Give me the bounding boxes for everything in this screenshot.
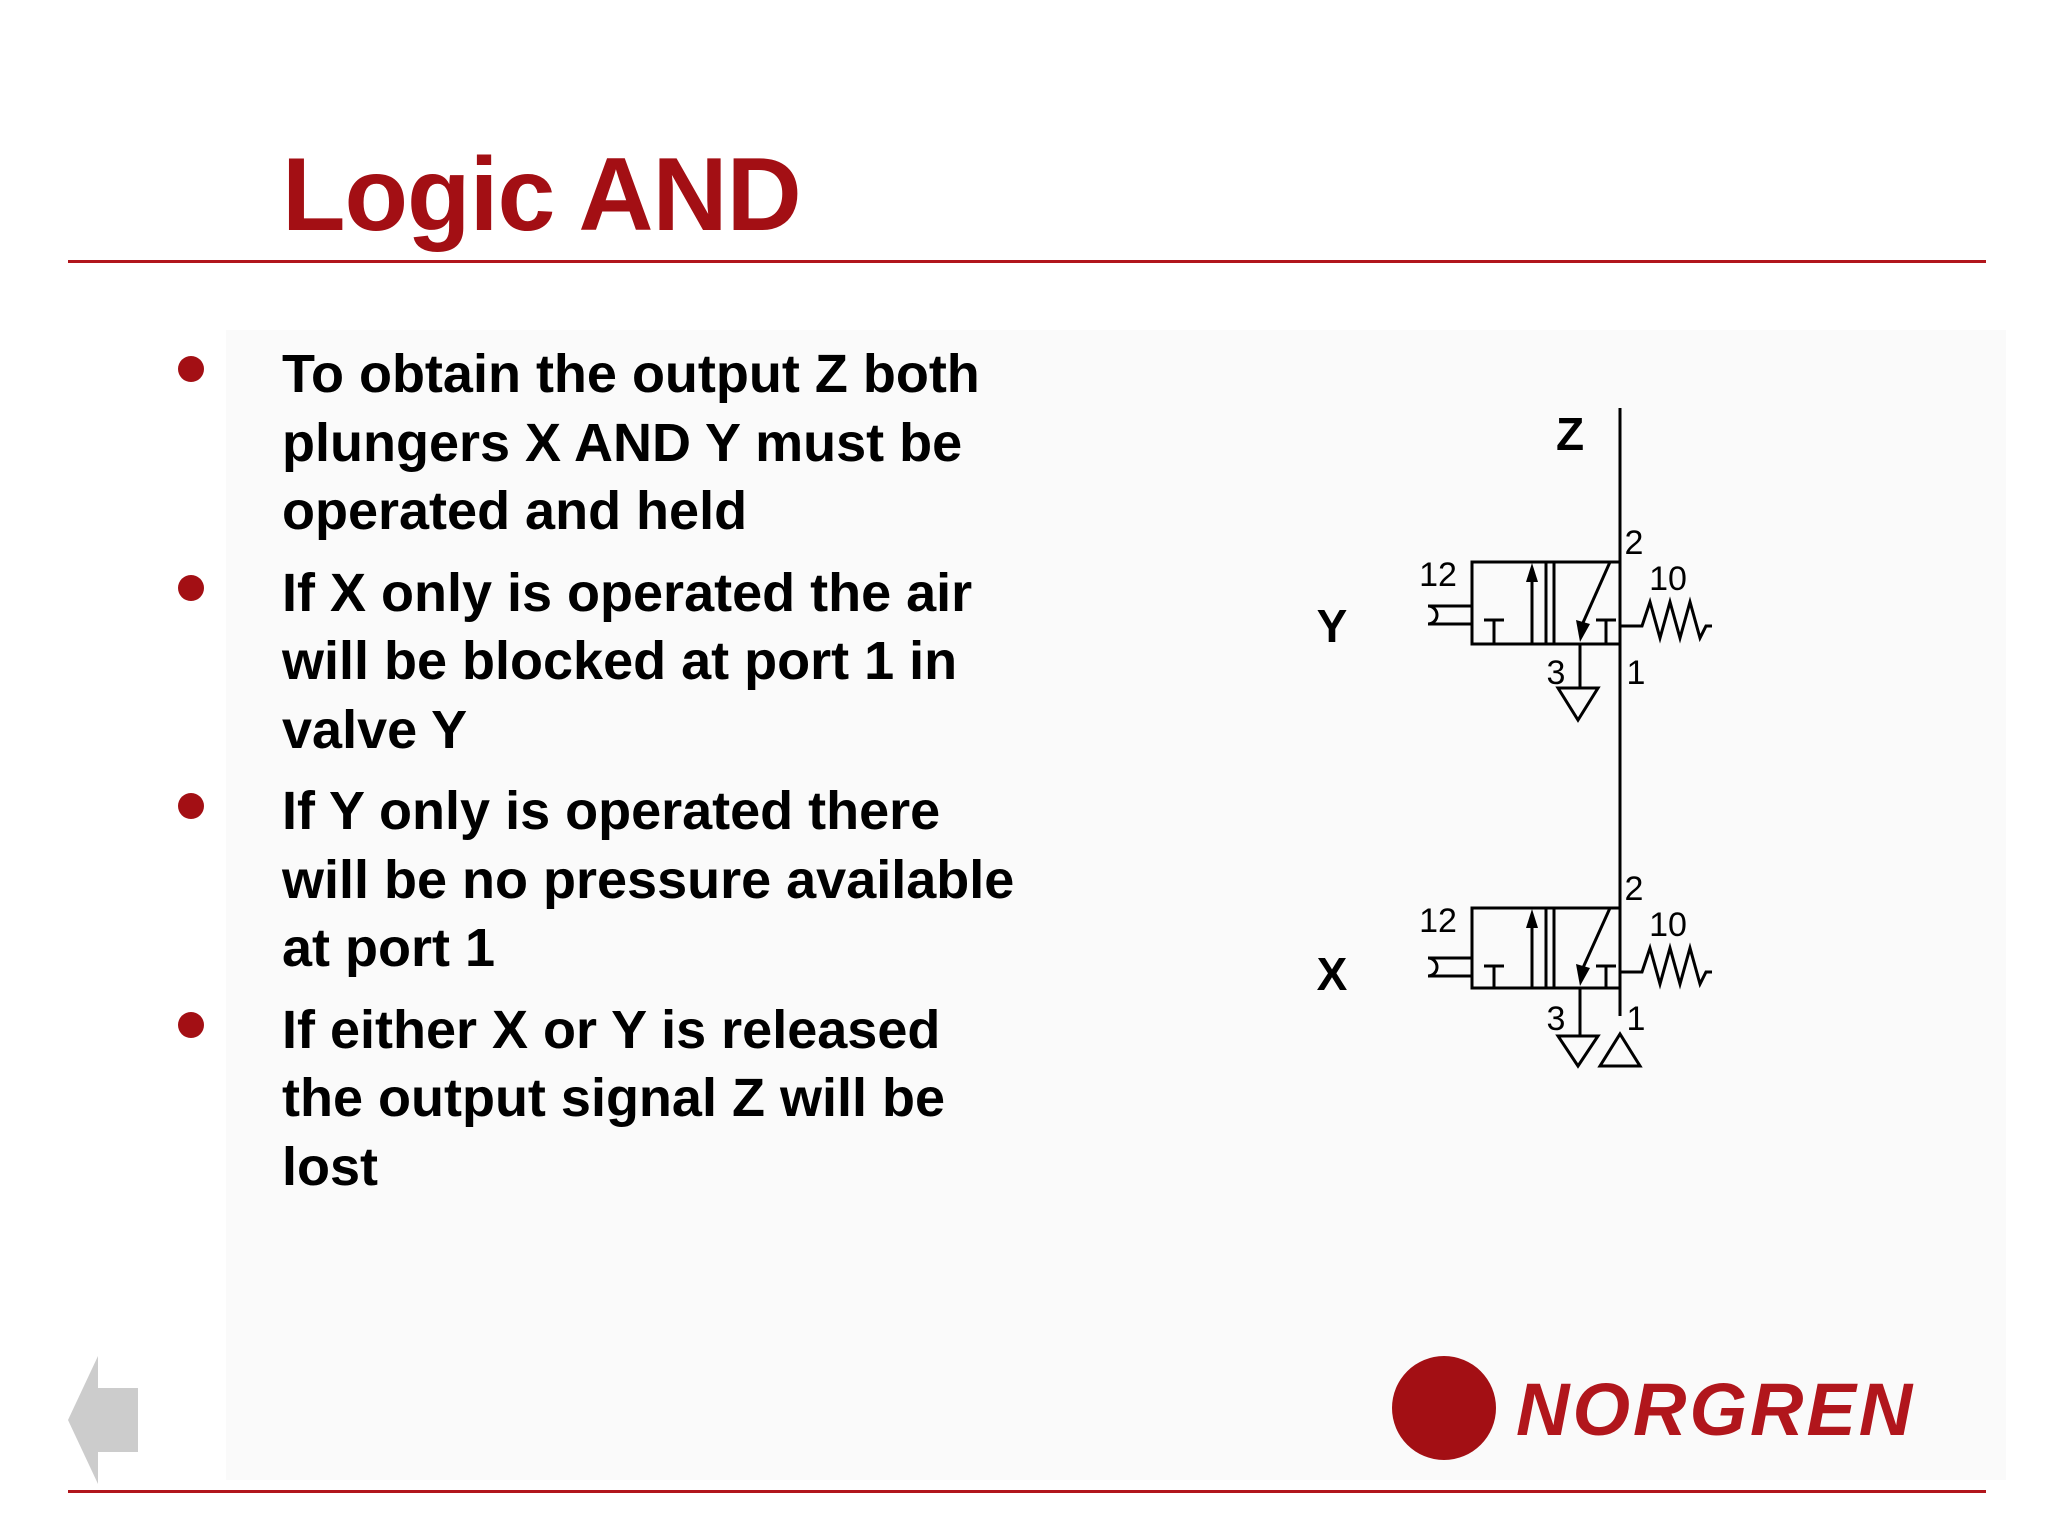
bullet-text: If X only is operated the air will be bl…	[282, 562, 973, 760]
port-10-x: 10	[1649, 906, 1687, 944]
port-12-y: 12	[1419, 556, 1457, 594]
bullet-text: If either X or Y is released the output …	[282, 999, 945, 1197]
port-2-x: 2	[1625, 870, 1644, 908]
slide-title: Logic AND	[282, 137, 802, 253]
bullet-text: If Y only is operated there will be no p…	[282, 781, 1015, 978]
port-12-x: 12	[1419, 902, 1457, 940]
bullet-item: If either X or Y is released the output …	[172, 996, 1032, 1202]
port-2-y: 2	[1625, 524, 1644, 562]
label-z: Z	[1556, 408, 1584, 460]
bullet-item: To obtain the output Z both plungers X A…	[172, 340, 1032, 546]
port-10-y: 10	[1649, 560, 1687, 598]
logo-circle	[1392, 1356, 1496, 1460]
back-arrow-icon[interactable]	[64, 1350, 144, 1490]
norgren-logo: NORGREN	[1388, 1352, 1988, 1472]
port-3-x: 3	[1547, 1000, 1566, 1038]
bullet-dot	[178, 1011, 204, 1038]
bullet-dot	[178, 574, 204, 601]
bullet-dot	[178, 793, 204, 819]
port-1-y: 1	[1627, 654, 1646, 692]
valve-x	[1427, 906, 1712, 1069]
bullet-dot	[178, 356, 204, 382]
footer-rule	[68, 1490, 1986, 1493]
bullet-list: To obtain the output Z both plungers X A…	[172, 340, 1032, 1214]
label-y: Y	[1317, 600, 1348, 652]
bullet-item: If Y only is operated there will be no p…	[172, 777, 1032, 983]
port-1-x: 1	[1627, 1000, 1646, 1038]
content-panel	[226, 330, 2006, 1480]
title-rule	[68, 260, 1986, 263]
label-x: X	[1317, 948, 1348, 1000]
bullet-item: If X only is operated the air will be bl…	[172, 559, 1032, 765]
bullet-text: To obtain the output Z both plungers X A…	[282, 344, 980, 541]
valve-y	[1427, 560, 1712, 723]
port-3-y: 3	[1547, 654, 1566, 692]
logo-text: NORGREN	[1516, 1368, 1916, 1451]
